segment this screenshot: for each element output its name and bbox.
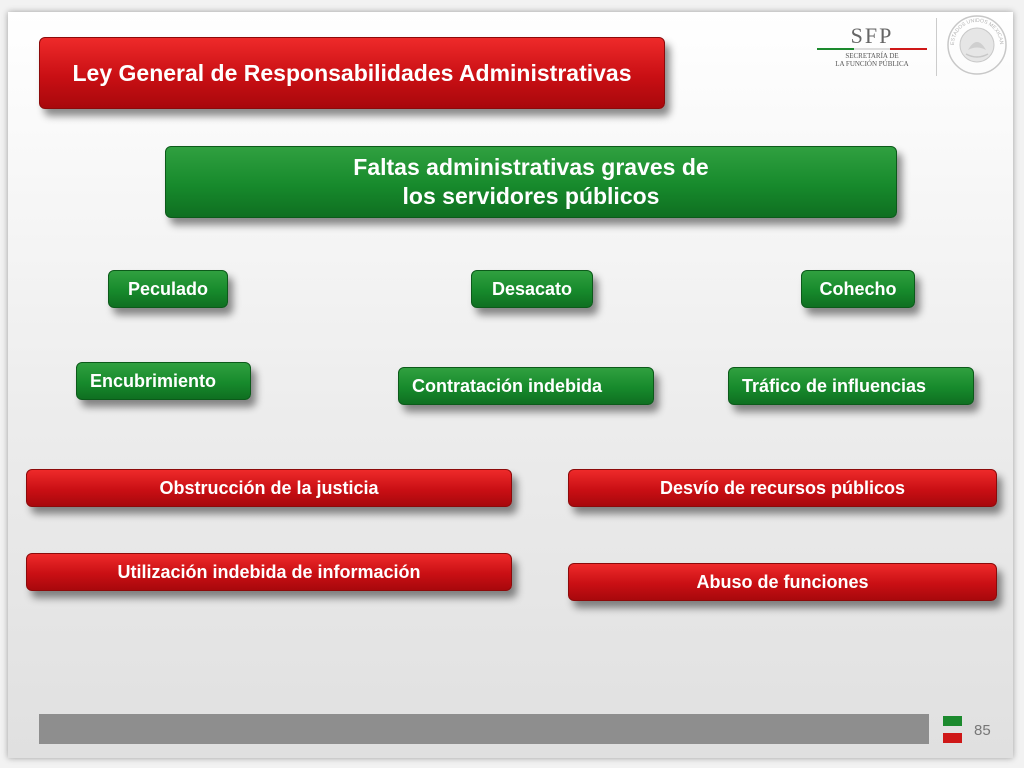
main-title-text: Ley General de Responsabilidades Adminis… <box>72 59 632 86</box>
subtitle-text: Faltas administrativas graves de los ser… <box>353 154 709 209</box>
sfp-logo-stripe <box>817 48 928 50</box>
falta-abuso-label: Abuso de funciones <box>696 571 869 592</box>
logo-divider <box>936 18 937 76</box>
main-title: Ley General de Responsabilidades Adminis… <box>39 37 665 109</box>
falta-peculado: Peculado <box>108 270 228 308</box>
flag-green-icon <box>943 716 962 726</box>
falta-desacato-label: Desacato <box>491 278 573 299</box>
sfp-logo: SFP SECRETARÍA DE LA FUNCIÓN PÚBLICA <box>812 24 932 76</box>
falta-obstruccion: Obstrucción de la justicia <box>26 469 512 507</box>
falta-desvio-label: Desvío de recursos públicos <box>659 477 906 498</box>
falta-utilizacion-label: Utilización indebida de información <box>117 561 421 582</box>
falta-cohecho-label: Cohecho <box>819 278 897 299</box>
falta-obstruccion-label: Obstrucción de la justicia <box>159 477 379 498</box>
falta-encubrimiento: Encubrimiento <box>76 362 251 400</box>
page-number: 85 <box>974 722 991 739</box>
falta-utilizacion: Utilización indebida de información <box>26 553 512 591</box>
falta-encubrimiento-label: Encubrimiento <box>90 370 217 391</box>
falta-contratacion: Contratación indebida <box>398 367 654 405</box>
falta-trafico-label: Tráfico de influencias <box>742 375 927 396</box>
mexico-seal-icon: ESTADOS UNIDOS MEXICANOS <box>946 14 1007 75</box>
footer-bar <box>39 714 929 744</box>
falta-cohecho: Cohecho <box>801 270 915 308</box>
falta-desvio: Desvío de recursos públicos <box>568 469 997 507</box>
falta-desacato: Desacato <box>471 270 593 308</box>
subtitle-box: Faltas administrativas graves de los ser… <box>165 146 897 218</box>
flag-red-icon <box>943 733 962 743</box>
falta-trafico: Tráfico de influencias <box>728 367 974 405</box>
sfp-logo-line2: LA FUNCIÓN PÚBLICA <box>835 60 909 68</box>
falta-peculado-label: Peculado <box>127 278 209 299</box>
falta-contratacion-label: Contratación indebida <box>412 375 603 396</box>
sfp-logo-line1: SECRETARÍA DE <box>845 52 899 60</box>
falta-abuso: Abuso de funciones <box>568 563 997 601</box>
sfp-logo-name: SFP <box>850 23 894 48</box>
